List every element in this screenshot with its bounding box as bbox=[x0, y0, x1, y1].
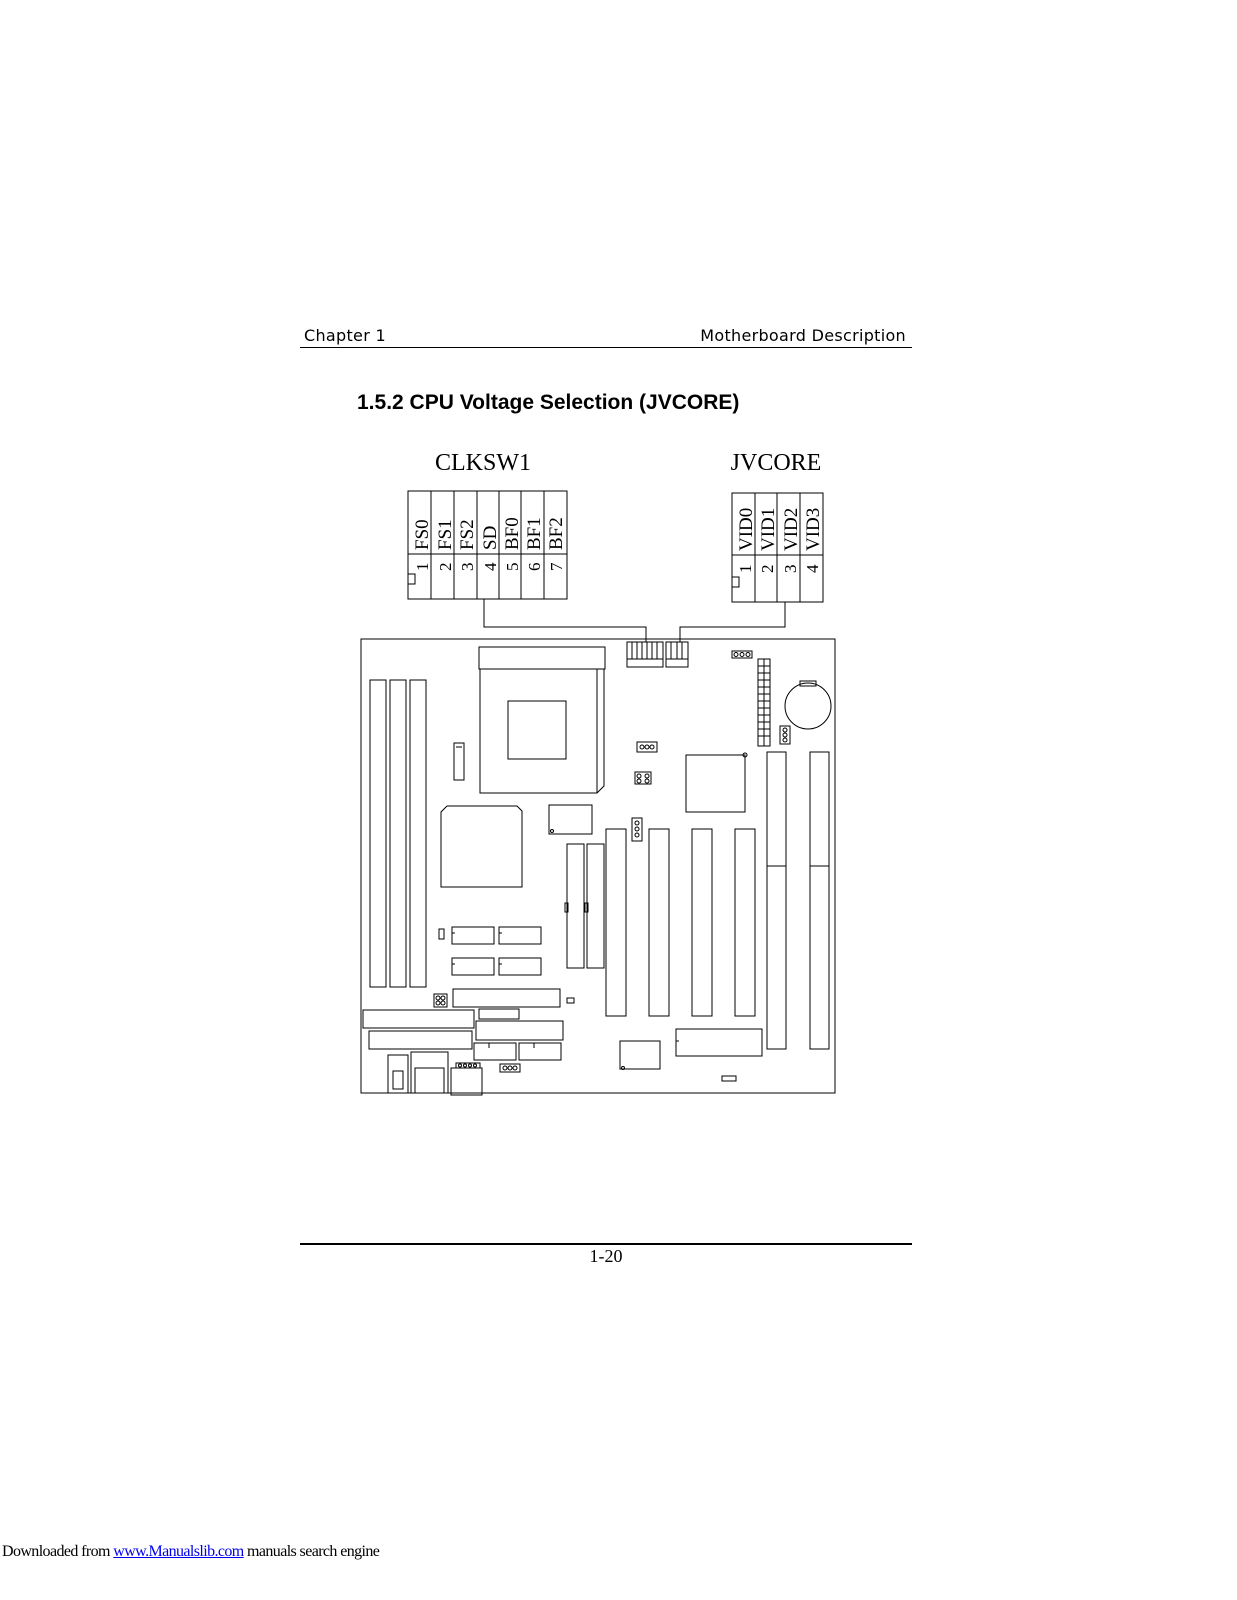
header-section-name: Motherboard Description bbox=[700, 326, 906, 345]
download-note-prefix: Downloaded from bbox=[2, 1543, 114, 1560]
footer-rule bbox=[300, 1243, 912, 1245]
clksw1-label: BF1 bbox=[524, 517, 545, 550]
clksw1-pin-number: 6 bbox=[525, 563, 544, 572]
page-number: 1-20 bbox=[589, 1246, 623, 1266]
leader-lines bbox=[483, 599, 786, 642]
clksw1-pin-number: 1 bbox=[413, 563, 432, 572]
jvcore-block bbox=[731, 492, 824, 603]
motherboard-layout bbox=[360, 638, 836, 1096]
clksw1-pin-number: 7 bbox=[547, 562, 566, 571]
clksw1-label: BF0 bbox=[502, 517, 523, 550]
download-note: Downloaded from www.Manualslib.com manua… bbox=[2, 1543, 380, 1561]
clksw1-pin-number: 3 bbox=[458, 563, 477, 572]
clksw1-title: CLKSW1 bbox=[435, 450, 531, 476]
clksw1-label: FS1 bbox=[435, 519, 456, 550]
header-rule bbox=[300, 347, 912, 348]
clksw1-label: SD bbox=[480, 526, 501, 550]
jvcore-pin-number: 3 bbox=[781, 565, 800, 574]
jvcore-label: VID2 bbox=[781, 508, 802, 551]
clksw1-pin-number: 5 bbox=[503, 563, 522, 572]
jvcore-pin-number: 1 bbox=[736, 565, 755, 574]
jvcore-label: VID0 bbox=[736, 508, 757, 551]
clksw1-label: BF2 bbox=[546, 517, 567, 550]
manualslib-link[interactable]: www.Manualslib.com bbox=[113, 1543, 244, 1560]
jvcore-pin-number: 4 bbox=[803, 564, 822, 573]
clksw1-pin-number: 2 bbox=[436, 563, 455, 572]
jvcore-pin-number: 2 bbox=[758, 565, 777, 574]
section-title: 1.5.2 CPU Voltage Selection (JVCORE) bbox=[357, 391, 740, 414]
download-note-suffix: manuals search engine bbox=[243, 1543, 380, 1560]
clksw1-label: FS0 bbox=[412, 519, 433, 550]
clksw1-block bbox=[407, 490, 568, 600]
jvcore-title: JVCORE bbox=[731, 450, 822, 476]
jvcore-label: VID1 bbox=[758, 508, 779, 551]
header-chapter: Chapter 1 bbox=[304, 326, 386, 345]
clksw1-pin-number: 4 bbox=[481, 562, 500, 571]
clksw1-label: FS2 bbox=[457, 519, 478, 550]
jvcore-label: VID3 bbox=[803, 508, 824, 551]
